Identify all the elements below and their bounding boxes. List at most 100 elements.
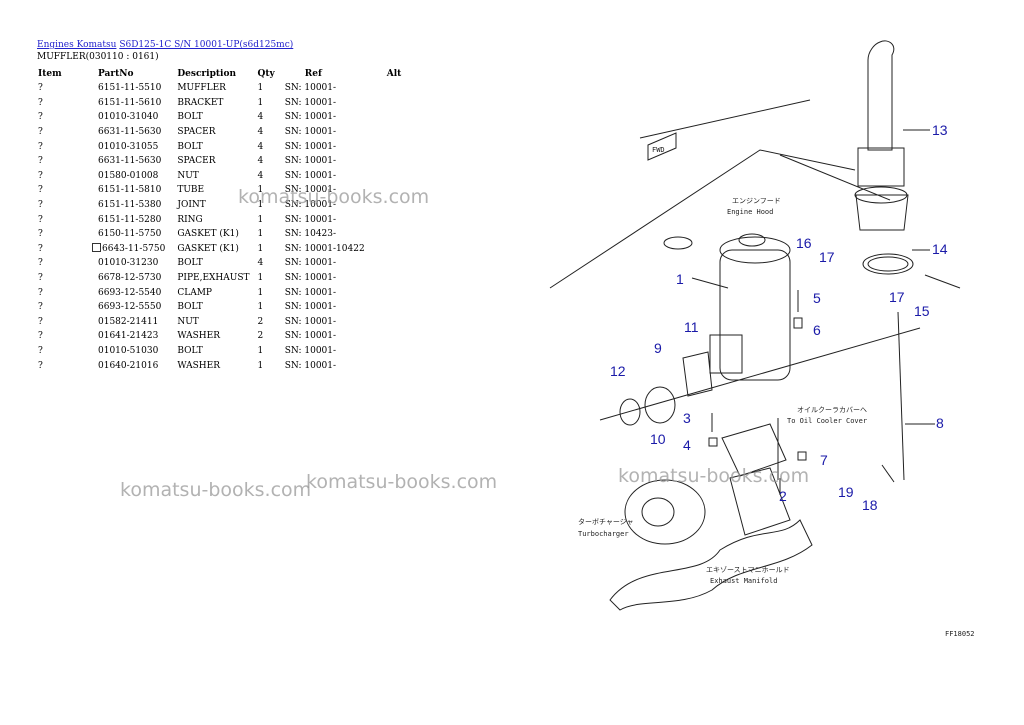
cell-description: SPACER: [177, 156, 216, 167]
drawing-code: FF18052: [945, 630, 975, 638]
cell-partno: 6693-12-5540: [98, 287, 162, 298]
cell-ref: SN: 10001-: [284, 127, 337, 138]
cell-partno: 6151-11-5610: [98, 97, 162, 108]
cell-item: ?: [38, 331, 43, 342]
watermark-1: komatsu-books.com: [238, 186, 430, 208]
cell-description: MUFFLER: [177, 83, 226, 94]
cell-ref: SN: 10001-: [284, 302, 337, 313]
cell-item: ?: [38, 83, 43, 94]
cell-qty: 1: [257, 345, 264, 356]
callout-14: 14: [932, 241, 948, 257]
cell-ref: SN: 10001-: [284, 83, 337, 94]
callout-12: 12: [610, 363, 626, 379]
cell-qty: 1: [257, 200, 264, 211]
cell-description: BRACKET: [177, 97, 224, 108]
cell-ref: SN: 10423-: [284, 229, 337, 240]
cell-description: BOLT: [177, 345, 203, 356]
callout-6: 6: [813, 322, 821, 338]
cell-item: ?: [38, 214, 43, 225]
engine-hood-outline: [549, 99, 921, 421]
label-oil-cooler-jp: オイルクーラカバーへ: [797, 406, 867, 414]
cell-partno: 01580-01008: [98, 170, 159, 181]
cell-description: PIPE,EXHAUST: [177, 273, 250, 284]
breadcrumb-link-engines[interactable]: Engines Komatsu: [37, 40, 117, 50]
label-engine-hood: Engine Hood: [727, 208, 773, 216]
cell-item: ?: [38, 97, 43, 108]
cell-ref: SN: 10001-: [284, 200, 337, 211]
cell-description: CLAMP: [177, 287, 212, 298]
cell-description: GASKET (K1): [177, 243, 239, 254]
callout-11: 11: [684, 319, 699, 335]
breadcrumb-link-model[interactable]: S6D125-1C S/N 10001-UP(s6d125mc): [119, 40, 294, 50]
cell-ref: SN: 10001-: [284, 287, 337, 298]
cell-ref: SN: 10001-: [284, 316, 337, 327]
cell-qty: 1: [257, 83, 264, 94]
cell-description: NUT: [177, 170, 199, 181]
cell-item: ?: [38, 316, 43, 327]
checkbox-icon[interactable]: [92, 243, 101, 253]
cell-partno: 6678-12-5730: [98, 273, 162, 284]
watermark-4: komatsu-books.com: [618, 465, 810, 487]
cell-partno: 6151-11-5510: [98, 83, 162, 94]
cell-ref: SN: 10001-: [284, 156, 337, 167]
exhaust-manifold-icon: [609, 467, 813, 611]
cell-partno: 01010-51030: [98, 345, 159, 356]
callout-10: 10: [650, 431, 666, 447]
cell-description: WASHER: [177, 331, 221, 342]
callout-15: 15: [914, 303, 930, 319]
cell-partno-text: 6643-11-5750: [102, 244, 166, 255]
cell-partno: 01640-21016: [98, 360, 159, 371]
leader-lines: [691, 129, 935, 495]
turbocharger-icon: [624, 479, 706, 545]
cell-description: WASHER: [177, 360, 221, 371]
cell-description: RING: [177, 214, 203, 225]
column-header-item: Item: [38, 68, 62, 79]
cell-partno: 6151-11-5380: [98, 200, 162, 211]
callout-3: 3: [683, 410, 691, 426]
cell-partno: 01582-21411: [98, 316, 159, 327]
column-header-alt: Alt: [386, 68, 402, 79]
cell-ref: SN: 10001-: [284, 331, 337, 342]
cell-qty: 2: [257, 331, 264, 342]
cell-item: ?: [38, 287, 43, 298]
cell-ref: SN: 10001-: [284, 97, 337, 108]
cell-description: TUBE: [177, 185, 205, 196]
cell-qty: 1: [257, 214, 264, 225]
watermark-2: komatsu-books.com: [120, 479, 312, 501]
cell-qty: 4: [257, 112, 264, 123]
label-engine-hood-jp: エンジンフード: [732, 197, 781, 205]
cell-item: ?: [38, 360, 43, 371]
cell-qty: 2: [257, 316, 264, 327]
table-header-row: Item PartNo Description Qty Ref Alt: [34, 66, 405, 81]
cell-partno: 6150-11-5750: [98, 229, 162, 240]
callout-7: 7: [820, 452, 828, 468]
cell-partno: 6151-11-5280: [98, 214, 162, 225]
cell-partno: 6631-11-5630: [98, 156, 162, 167]
cell-partno: 01010-31230: [98, 258, 159, 269]
cell-item: ?: [38, 345, 43, 356]
callout-2: 2: [779, 488, 787, 504]
callout-5: 5: [813, 290, 821, 306]
cell-ref: SN: 10001-: [284, 112, 337, 123]
cell-ref: SN: 10001-: [284, 185, 337, 196]
fwd-arrow-icon: FWD: [647, 132, 677, 161]
callout-9: 9: [654, 340, 662, 356]
clamp-ring-icon: [862, 253, 914, 275]
cell-qty: 4: [257, 141, 264, 152]
cell-item: ?: [38, 170, 43, 181]
callout-17b: 17: [889, 289, 905, 305]
cell-item: ?: [38, 127, 43, 138]
